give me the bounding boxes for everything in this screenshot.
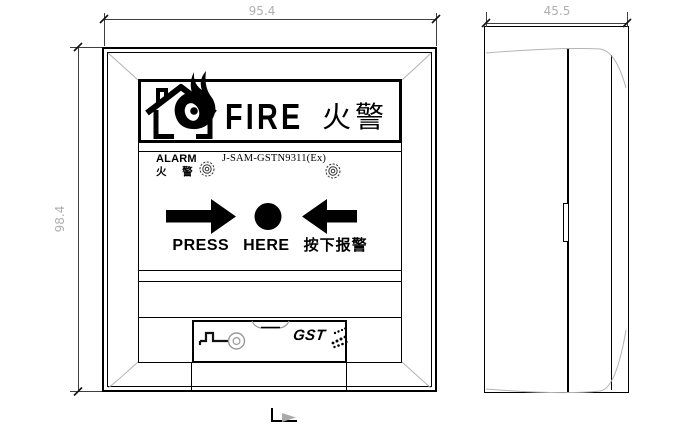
plate-band-line: [138, 270, 402, 272]
front-bezel-frame: [107, 52, 432, 387]
dim-text-height: 98.4: [53, 205, 67, 233]
dim-extension-line: [104, 13, 105, 46]
dim-line-width: [104, 18, 436, 20]
alarm-label-zh: 火 警: [156, 166, 193, 178]
dim-text-width: 95.4: [248, 4, 276, 18]
dim-line-depth: [486, 22, 627, 24]
dim-extension-line: [70, 391, 102, 392]
dim-line-height: [77, 47, 79, 391]
gst-logo-text: GST: [291, 327, 327, 344]
plate-divider-line: [138, 151, 402, 153]
plate-band-line: [138, 281, 402, 283]
fire-label-zh: 火警: [322, 100, 389, 134]
press-here-row: PRESS HERE 按下报警: [138, 234, 402, 255]
section-datum-hline: [271, 420, 297, 422]
side-latch-detail: [563, 203, 569, 242]
plate-band-line: [138, 317, 402, 319]
side-bezel-line: [610, 55, 612, 390]
dim-extension-line: [435, 13, 437, 46]
press-here-label-zh: 按下报警: [303, 236, 368, 254]
side-body-outline: [484, 26, 629, 393]
section-datum-vline: [271, 408, 273, 421]
dim-extension-line: [485, 12, 487, 27]
dim-extension-line: [70, 46, 102, 48]
dim-extension-line: [626, 12, 628, 27]
model-number-label: J-SAM-GSTN9311(Ex): [222, 153, 327, 164]
flap-hinge-line: [190, 363, 192, 390]
flap-hinge-line: [345, 363, 347, 390]
alarm-label-en: ALARM: [156, 153, 197, 165]
fire-label-box: [138, 79, 402, 143]
front-outer-frame: [102, 47, 437, 392]
press-here-label-en: PRESS HERE: [172, 237, 290, 254]
dim-text-depth: 45.5: [543, 4, 571, 18]
fire-label-en: FIRE: [225, 96, 304, 137]
